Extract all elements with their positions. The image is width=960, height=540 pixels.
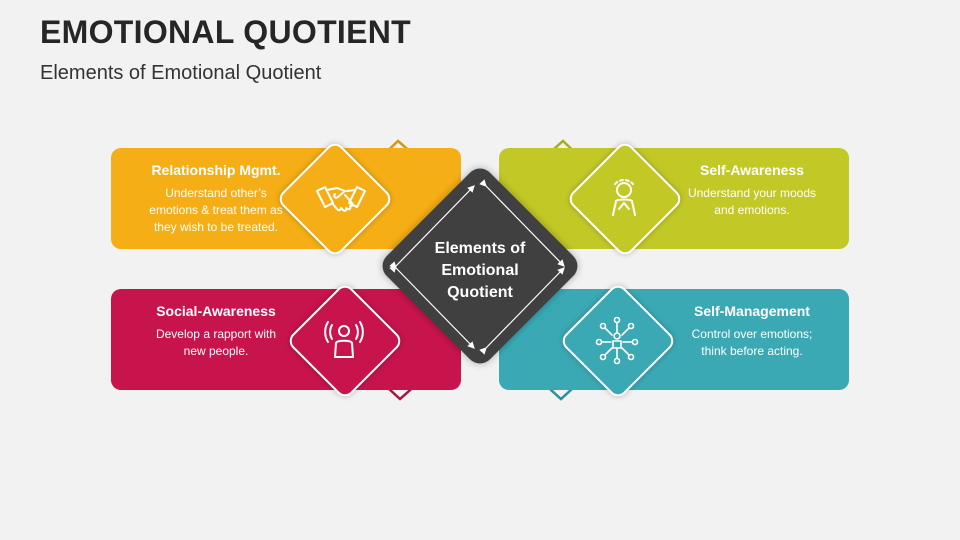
page-title: EMOTIONAL QUOTIENT [40,14,412,50]
handshake-icon [316,186,366,212]
center-label: Elements of Emotional Quotient [420,238,540,304]
card-description-line: Understand your moods [687,186,817,200]
card-heading: Social-Awareness [156,303,276,319]
center-label-line: Emotional [441,262,519,279]
card-description-line: Understand other’s [165,186,267,200]
card-description-line: Control over emotions; [691,327,813,341]
card-description-line: new people. [183,344,249,358]
self-awareness-person-icon [612,178,636,216]
card-heading: Self-Management [694,303,810,319]
card-heading: Relationship Mgmt. [151,162,281,178]
card-description-line: emotions & treat them as [149,203,283,217]
center-label-line: Elements of [434,240,526,257]
card-description-line: Develop a rapport with [155,327,277,341]
broadcasting-person-icon [324,321,364,358]
card-heading: Self-Awareness [699,162,804,178]
page-subtitle: Elements of Emotional Quotient [40,62,322,84]
network-person-icon [595,316,639,365]
center-label-line: Quotient [447,284,513,301]
card-description-line: they wish to be treated. [153,220,279,234]
card-description-line: think before acting. [701,344,803,358]
card-description-line: and emotions. [714,203,790,217]
